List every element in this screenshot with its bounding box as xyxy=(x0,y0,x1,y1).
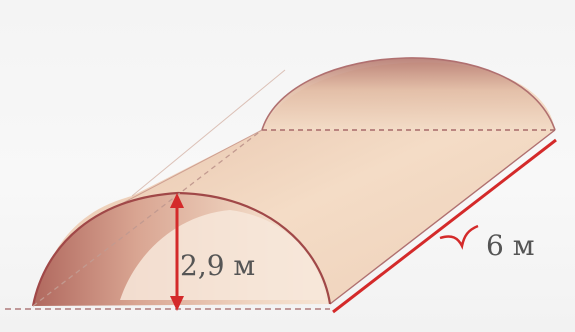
front-arc-outline xyxy=(31,191,332,307)
length-label: 6 м xyxy=(486,229,535,262)
back-face xyxy=(262,57,555,130)
back-arc-outline xyxy=(261,57,556,131)
length-dimension-brace xyxy=(439,224,479,250)
height-arrow-head-top xyxy=(170,193,184,208)
length-dimension-line xyxy=(332,138,557,314)
height-arrow-head-bottom xyxy=(170,296,184,311)
ridge-line xyxy=(131,69,286,197)
left-edge-outline xyxy=(99,129,263,216)
hidden-left-base xyxy=(32,129,263,307)
front-opening-highlight xyxy=(120,210,326,300)
height-label: 2,9 м xyxy=(180,249,255,282)
right-edge-outline xyxy=(329,129,556,305)
